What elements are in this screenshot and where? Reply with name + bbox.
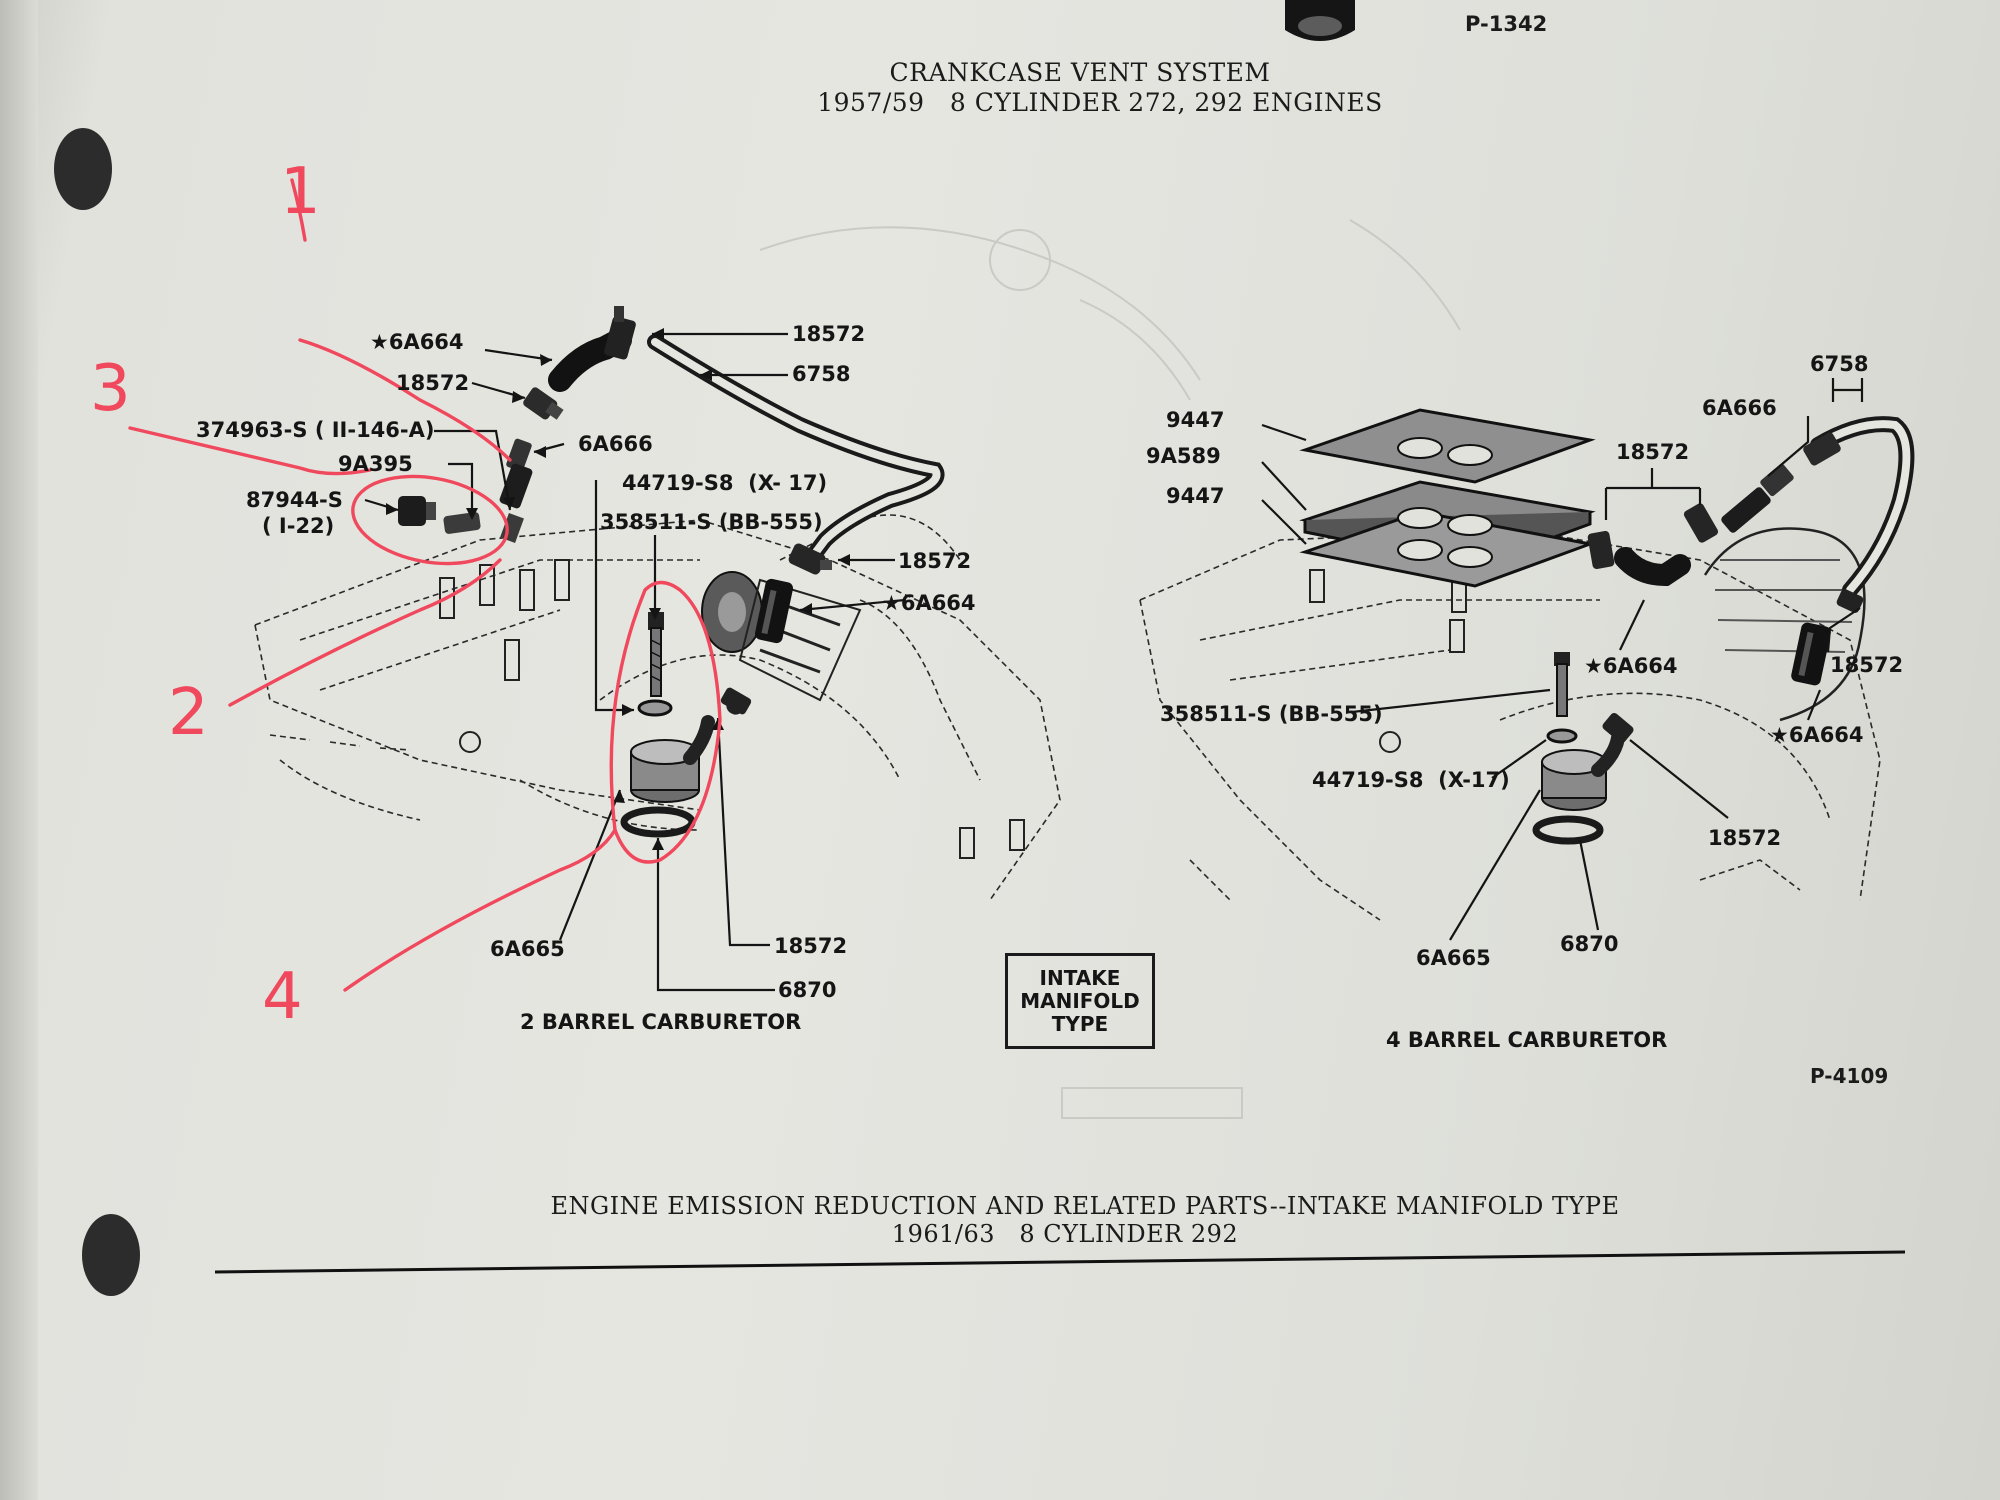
red-number-3: 3 bbox=[90, 352, 131, 426]
left-grommet-18572 bbox=[788, 543, 832, 575]
left-gasket-6870 bbox=[620, 806, 696, 838]
page-code-top: P-1342 bbox=[1465, 12, 1548, 36]
left-caption: 2 BARREL CARBURETOR bbox=[520, 1010, 802, 1034]
box-line-1: INTAKE bbox=[1039, 965, 1121, 990]
left-adapter-6a665 bbox=[630, 687, 752, 803]
red-mark-1-stroke bbox=[290, 178, 307, 242]
r-callout-6a666: 6A666 bbox=[1702, 396, 1777, 420]
right-valve-6a666 bbox=[1721, 463, 1794, 533]
red-line-4 bbox=[343, 828, 617, 992]
header-title: CRANKCASE VENT SYSTEM bbox=[889, 58, 1271, 87]
r-callout-6a665: 6A665 bbox=[1416, 946, 1491, 970]
left-elbow-18572 bbox=[523, 387, 564, 420]
right-spacer-plates bbox=[1299, 408, 1596, 588]
red-number-1: 1 bbox=[280, 155, 321, 229]
left-hose-6a664-mid bbox=[754, 578, 794, 644]
box-line-2: MANIFOLD bbox=[1020, 988, 1140, 1013]
right-air-cleaner bbox=[1703, 527, 1866, 722]
left-manifold-studs bbox=[439, 559, 1025, 859]
r-callout-18572-top: 18572 bbox=[1616, 440, 1690, 464]
r-callout-18572-r: 18572 bbox=[1830, 653, 1904, 677]
red-number-4: 4 bbox=[262, 960, 303, 1034]
callout-44719: 44719-S8 (X- 17) bbox=[622, 471, 828, 495]
left-hose-6a664 bbox=[548, 306, 636, 392]
show-through-ghost bbox=[759, 219, 1461, 1119]
callout-18572-b: 18572 bbox=[396, 371, 470, 395]
callout-6a666: 6A666 bbox=[578, 432, 653, 456]
right-grommet-18572-r bbox=[1836, 589, 1864, 613]
header-subtitle: 1957/59 8 CYLINDER 272, 292 ENGINES bbox=[817, 88, 1383, 117]
r-callout-6a664-a: ★6A664 bbox=[1584, 654, 1678, 678]
r-callout-9447-a: 9447 bbox=[1166, 408, 1225, 432]
binder-hole-bottom bbox=[82, 1214, 140, 1296]
right-hose-6a664-r bbox=[1791, 622, 1831, 686]
red-circle-3 bbox=[351, 474, 509, 566]
callout-374963: 374963-S ( II-146-A) bbox=[196, 418, 435, 442]
left-bolt-358511 bbox=[648, 612, 664, 697]
right-leader-lines bbox=[1261, 378, 1864, 941]
callout-9a395: 9A395 bbox=[338, 452, 413, 476]
callout-6a664-top: ★6A664 bbox=[370, 330, 464, 354]
right-adapter-6a665 bbox=[1541, 712, 1634, 811]
right-tube-6758 bbox=[1803, 416, 1915, 598]
right-elbow-hose bbox=[1587, 503, 1719, 587]
r-callout-9447-b: 9447 bbox=[1166, 484, 1225, 508]
left-washer-44719 bbox=[637, 699, 673, 717]
callout-18572-d: 18572 bbox=[774, 934, 848, 958]
r-callout-18572-b: 18572 bbox=[1708, 826, 1782, 850]
binder-hole-top bbox=[54, 128, 112, 210]
left-fitting-87944 bbox=[398, 496, 481, 534]
right-bolt-358511 bbox=[1554, 652, 1570, 717]
red-loop-4 bbox=[609, 580, 722, 864]
callout-18572-c: 18572 bbox=[898, 549, 972, 573]
callout-6a665: 6A665 bbox=[490, 937, 565, 961]
bottom-rule bbox=[214, 1250, 1906, 1274]
right-gasket-6870 bbox=[1532, 815, 1604, 845]
red-annotations bbox=[128, 178, 722, 992]
r-callout-44719: 44719-S8 (X-17) bbox=[1312, 768, 1510, 792]
box-line-3: TYPE bbox=[1051, 1011, 1109, 1036]
callout-6870: 6870 bbox=[778, 978, 837, 1002]
page-code-bottom: P-4109 bbox=[1810, 1064, 1889, 1088]
r-callout-6870: 6870 bbox=[1560, 932, 1619, 956]
right-caption: 4 BARREL CARBURETOR bbox=[1386, 1028, 1668, 1052]
left-leader-lines bbox=[364, 332, 906, 992]
right-washer-44719 bbox=[1546, 728, 1578, 744]
callout-18572-top: 18572 bbox=[792, 322, 866, 346]
callout-358511: 358511-S (BB-555) bbox=[600, 510, 823, 534]
r-callout-358511: 358511-S (BB-555) bbox=[1160, 702, 1383, 726]
callout-87944-sub: ( I-22) bbox=[262, 514, 335, 538]
intake-manifold-type-box: INTAKE MANIFOLD TYPE bbox=[1005, 953, 1155, 1049]
red-arrow-1 bbox=[298, 338, 512, 462]
callout-6758: 6758 bbox=[792, 362, 851, 386]
red-line-2 bbox=[228, 558, 502, 707]
left-vent-tube-6758 bbox=[647, 334, 945, 568]
footer-title: ENGINE EMISSION REDUCTION AND RELATED PA… bbox=[550, 1192, 1620, 1220]
left-filler-cap bbox=[701, 571, 862, 702]
r-callout-6a664-b: ★6A664 bbox=[1770, 723, 1864, 747]
red-line-3 bbox=[128, 426, 372, 476]
top-part-illustration bbox=[1285, 0, 1355, 41]
callout-6a664-mid: ★6A664 bbox=[882, 591, 976, 615]
left-leader-arrowheads bbox=[386, 328, 850, 850]
r-callout-9a589: 9A589 bbox=[1146, 444, 1221, 468]
r-callout-6758: 6758 bbox=[1810, 352, 1869, 376]
binder-spine bbox=[0, 0, 38, 1500]
footer-subtitle: 1961/63 8 CYLINDER 292 bbox=[891, 1220, 1239, 1248]
red-number-2: 2 bbox=[168, 676, 209, 750]
callout-87944: 87944-S bbox=[246, 488, 343, 512]
